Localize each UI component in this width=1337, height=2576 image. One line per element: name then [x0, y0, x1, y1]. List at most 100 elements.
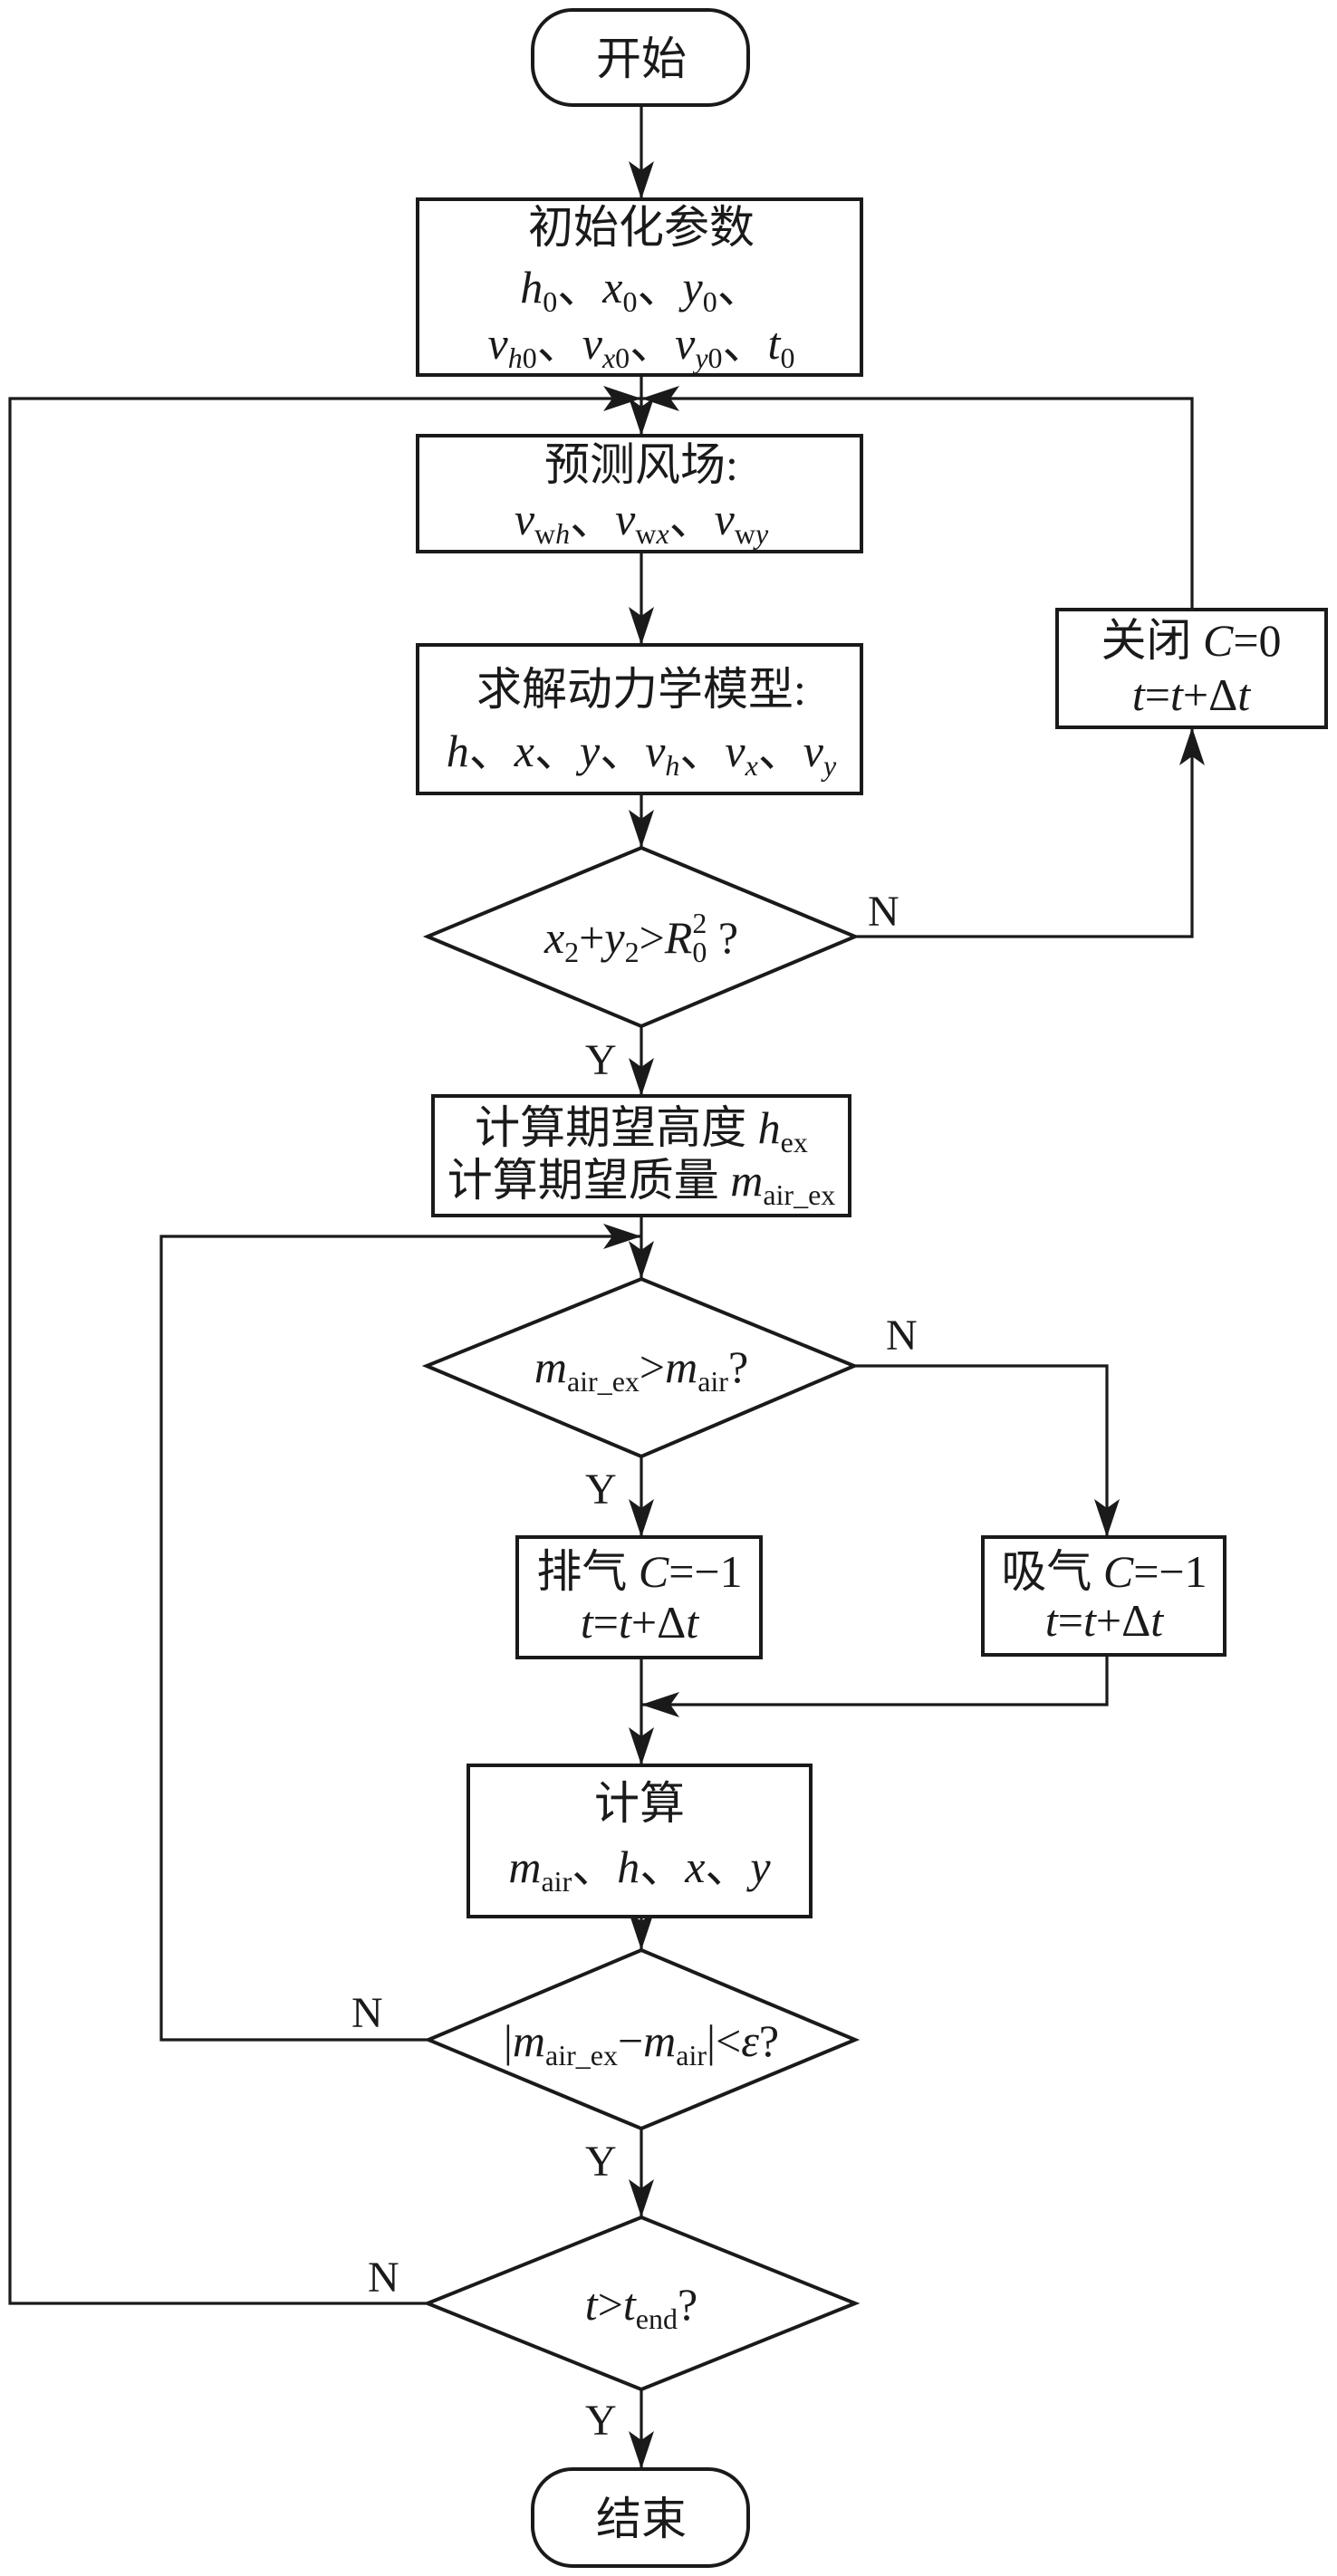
text-segment: =	[1058, 1595, 1083, 1646]
text-segment: ?	[759, 2015, 779, 2066]
label-radius-no: N	[868, 888, 899, 936]
label-error-yes: Y	[585, 2138, 617, 2186]
text-segment: t	[1045, 1595, 1059, 1646]
label-mass-no: N	[886, 1312, 918, 1360]
node-check-error: |mair_ex−mair|<ε?	[423, 1947, 861, 2131]
text-segment: +Δ	[1183, 669, 1237, 720]
text-segment: 、	[640, 1841, 685, 1892]
subscript: 0	[708, 341, 723, 374]
label-mass-yes: Y	[585, 1466, 617, 1514]
text-segment: 结束	[596, 2494, 687, 2544]
subscript: air	[541, 1865, 572, 1898]
subscript: air_ex	[567, 1365, 640, 1398]
text-segment: >	[640, 912, 665, 963]
text-segment: t	[585, 2279, 599, 2330]
text-segment: h	[447, 726, 469, 776]
text-segment: +Δ	[1096, 1595, 1150, 1646]
text-segment: 、	[570, 494, 615, 544]
edge-error-no-loop	[159, 1235, 641, 2042]
node-start-label: 开始	[596, 34, 687, 84]
arrowheads	[603, 161, 1205, 2469]
node-check-time: t>tend?	[422, 2215, 861, 2392]
text-segment: m	[643, 2015, 676, 2066]
text-segment: 、	[679, 726, 725, 776]
text-segment: 初始化参数	[528, 202, 755, 253]
text-segment: =0	[1233, 615, 1281, 666]
node-text-line: 初始化参数	[528, 202, 755, 253]
node-check-error-label: |mair_ex−mair|<ε?	[504, 2015, 779, 2071]
subscript: h	[508, 341, 523, 374]
edge-mass-no	[854, 1364, 1109, 1537]
text-segment: +Δ	[631, 1597, 686, 1648]
arrowhead-down	[629, 607, 654, 645]
node-end-label: 结束	[596, 2494, 687, 2544]
node-wind: 预测风场:vwh、vwx、vwy	[416, 434, 863, 553]
edge-radius-no	[855, 727, 1194, 938]
node-compare-mass-label: mair_ex>mair?	[534, 1341, 748, 1398]
text-segment: m	[508, 1841, 541, 1892]
text-segment: t	[1237, 669, 1251, 720]
node-text-line: 开始	[596, 34, 687, 84]
text-segment: t	[1083, 1595, 1097, 1646]
text-segment: h	[758, 1102, 781, 1153]
subscript: h	[555, 517, 570, 550]
node-text-line: t=t+Δt	[581, 1597, 699, 1648]
subscript: y	[692, 341, 708, 374]
text-segment: 、	[669, 494, 715, 544]
subscript: 0	[692, 936, 707, 968]
text-segment: v	[725, 726, 745, 776]
subscript: x	[745, 749, 758, 782]
text-segment: t	[1150, 1595, 1164, 1646]
text-segment: 、	[469, 726, 515, 776]
text-segment: 、	[572, 1841, 617, 1892]
text-segment: 、	[534, 726, 580, 776]
subscript: 2	[564, 936, 579, 968]
arrowhead-down	[629, 1499, 654, 1537]
node-text-line: 结束	[596, 2494, 687, 2544]
text-segment: t	[1132, 669, 1146, 720]
node-text-line: h0、x0、y0、	[520, 262, 762, 318]
text-segment: t	[768, 318, 782, 369]
node-text-line: h、x、y、vh、vx、vy	[447, 726, 837, 782]
text-segment: =−1	[668, 1546, 742, 1597]
text-segment: v	[615, 494, 636, 544]
text-segment: 排气	[536, 1546, 639, 1597]
subscript: w	[635, 517, 656, 550]
text-segment: t	[581, 1597, 594, 1648]
node-dynamics-label: 求解动力学模型:h、x、y、vh、vx、vy	[447, 664, 837, 782]
edge-labels: N Y N Y N Y N Y	[351, 888, 918, 2445]
text-segment: v	[645, 726, 666, 776]
text-segment: 、	[717, 262, 763, 312]
text-segment: y	[600, 912, 625, 963]
subscript: air_ex	[545, 2039, 618, 2071]
text-segment: 计算期望高度	[475, 1102, 758, 1153]
subscript: 0	[623, 285, 638, 318]
subscript: 0	[780, 341, 794, 374]
text-segment: =	[593, 1597, 619, 1648]
arrowhead-down	[629, 2179, 654, 2217]
node-wind-label: 预测风场:vwh、vwx、vwy	[515, 439, 769, 550]
label-time-no: N	[368, 2254, 399, 2302]
text-segment: v	[515, 494, 535, 544]
text-segment: t	[686, 1597, 699, 1648]
superscript: 2	[692, 907, 707, 939]
text-segment: >	[640, 1341, 665, 1392]
text-segment: ?	[728, 1341, 748, 1392]
text-segment: 、	[723, 318, 768, 369]
subscript: ex	[781, 1126, 808, 1158]
text-segment: v	[803, 726, 824, 776]
text-segment: ?	[707, 912, 738, 963]
arrowhead-down	[1094, 1499, 1120, 1537]
node-text-line: t=t+Δt	[1132, 669, 1251, 720]
subscript: 0	[615, 341, 630, 374]
node-text-line: vwh、vwx、vwy	[515, 494, 769, 550]
